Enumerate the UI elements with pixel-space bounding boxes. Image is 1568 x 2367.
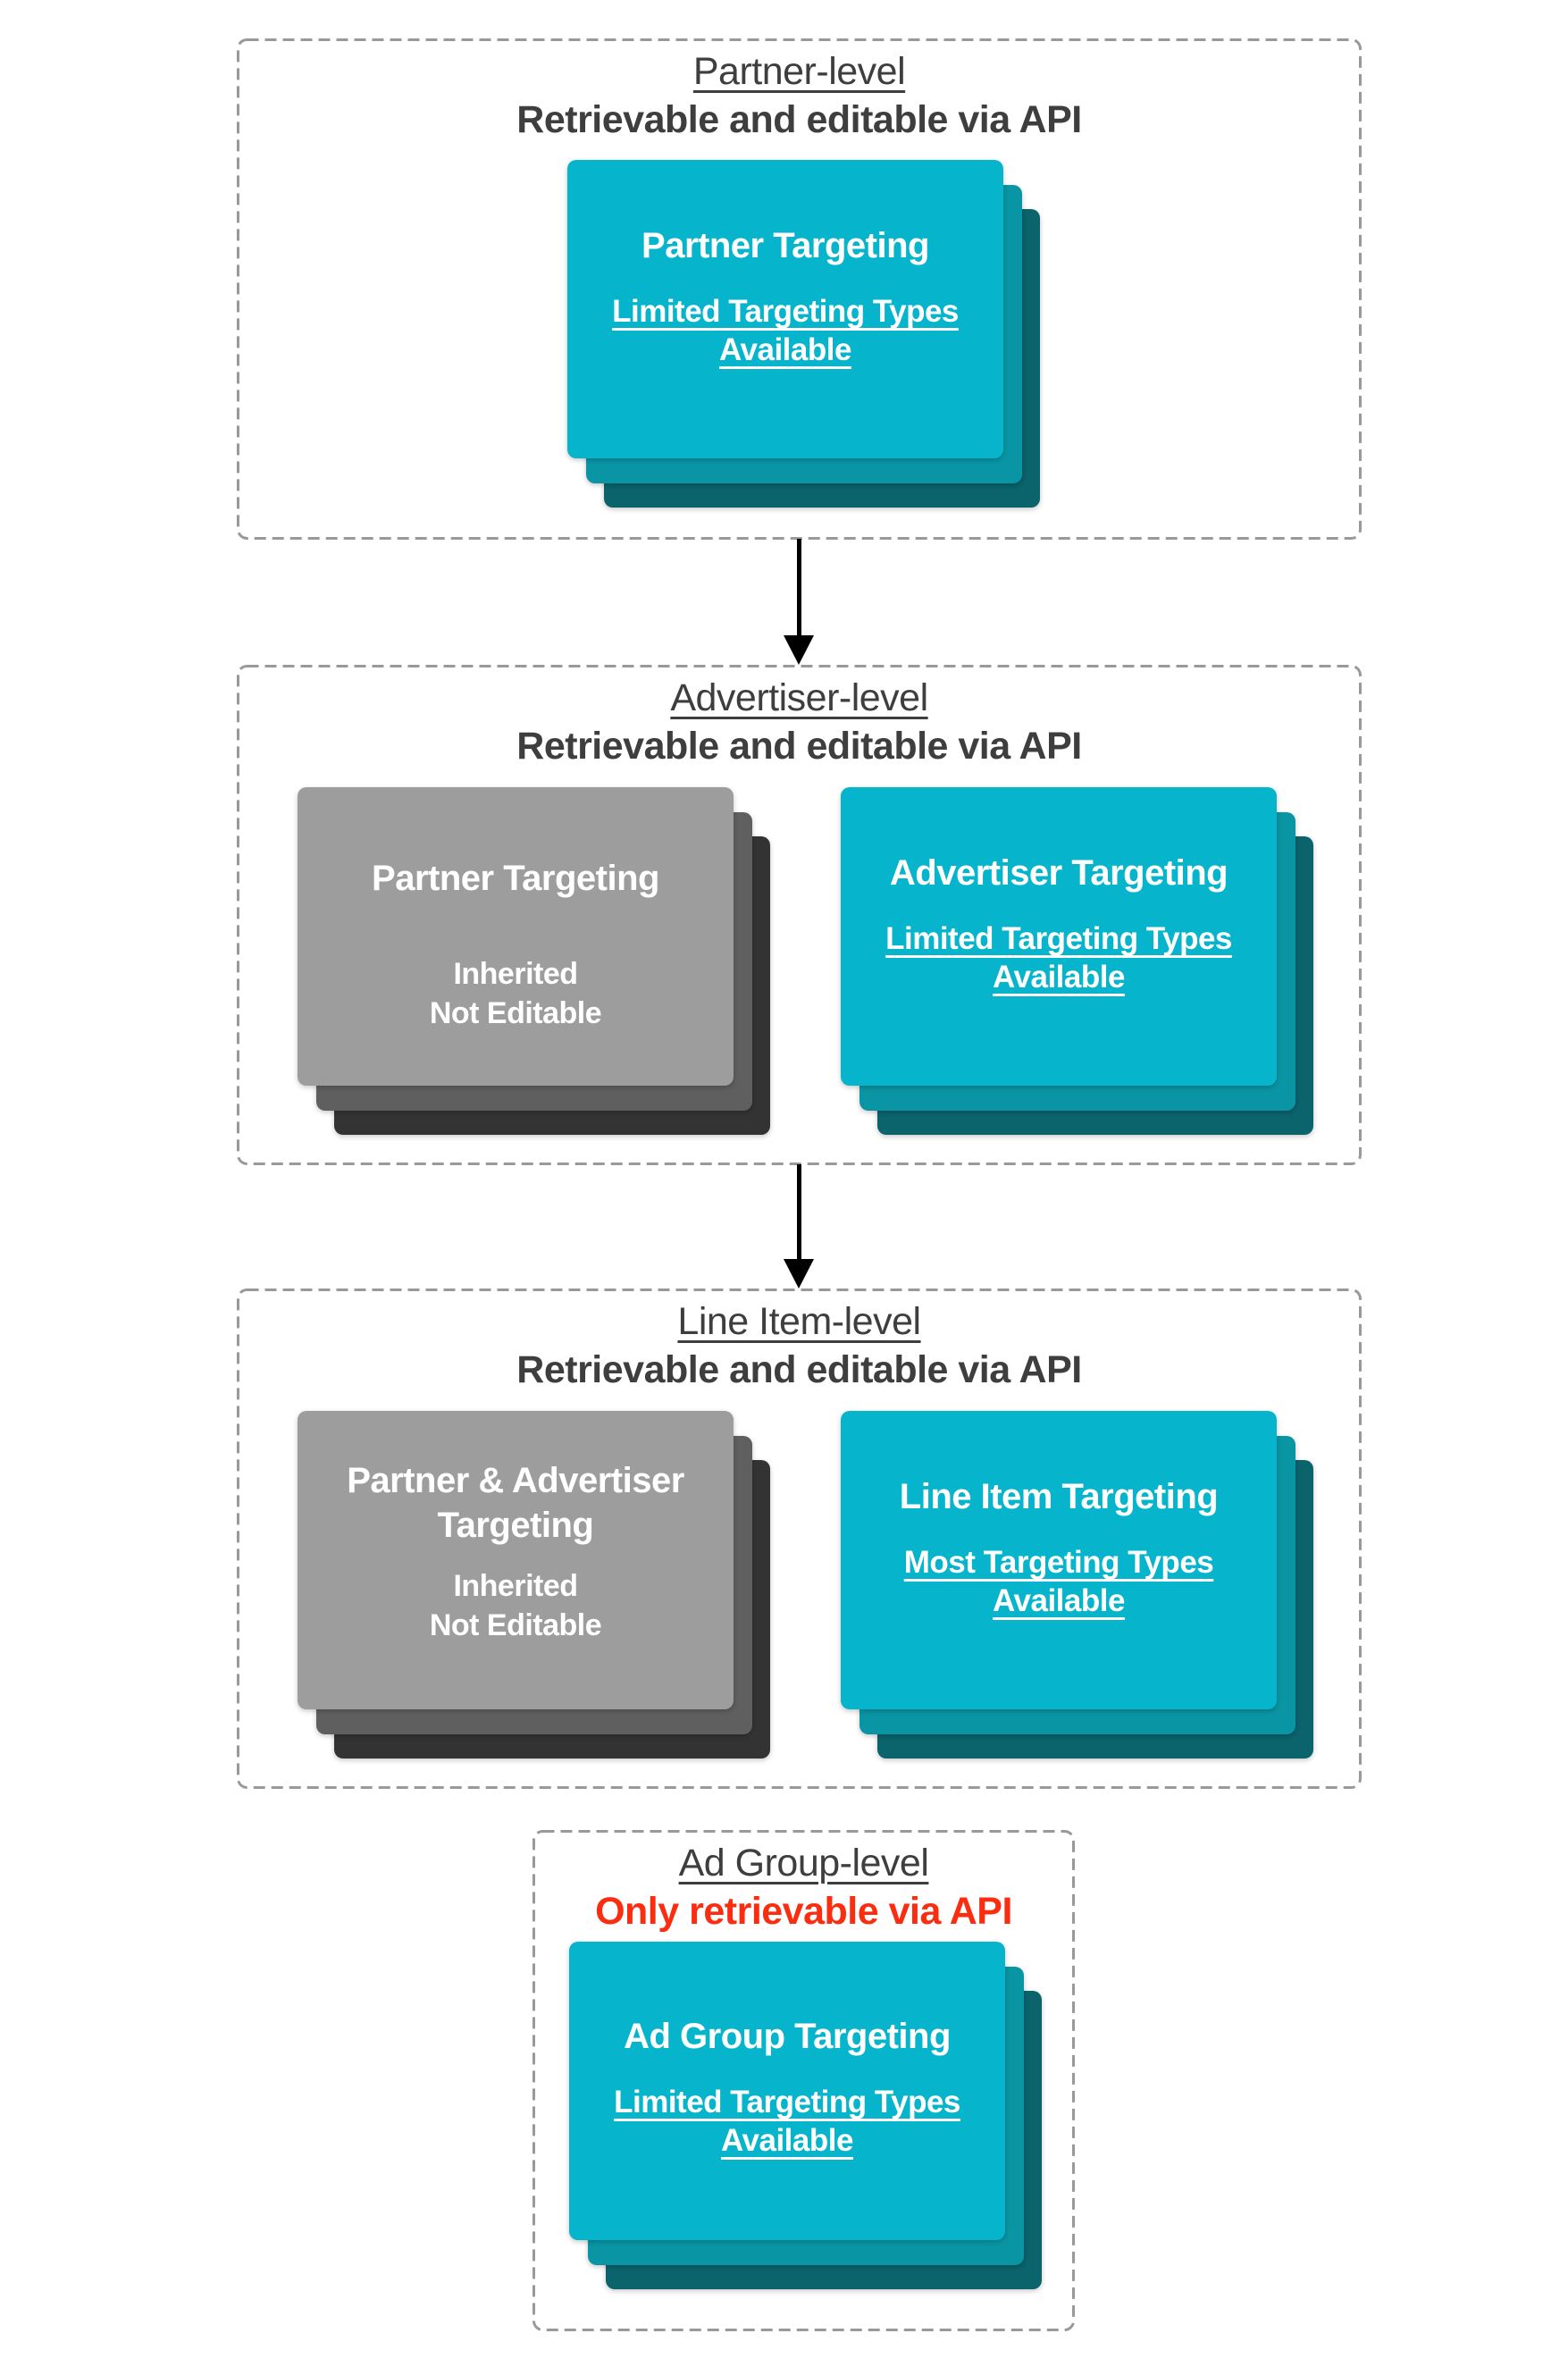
card-stack-line-item-targeting: Line Item Targeting Most Targeting Types… <box>841 1411 1313 1758</box>
api-availability-note: Retrievable and editable via API <box>516 98 1082 141</box>
card-body: Inherited Not Editable <box>429 1569 602 1642</box>
card-body: Inherited Not Editable <box>429 957 602 1030</box>
card-title: Advertiser Targeting <box>889 853 1228 893</box>
arrow-head <box>784 1259 814 1288</box>
card-title: Line Item Targeting <box>899 1477 1219 1516</box>
section-line-item-level: Line Item-level Retrievable and editable… <box>237 1288 1362 1789</box>
api-availability-note: Retrievable and editable via API <box>516 1348 1082 1391</box>
arrow-head <box>784 635 814 665</box>
section-partner-level: Partner-level Retrievable and editable v… <box>237 38 1362 540</box>
card-stack-partner-targeting: Partner Targeting Limited Targeting Type… <box>567 160 1040 508</box>
card-stack-advertiser-targeting: Advertiser Targeting Limited Targeting T… <box>841 787 1313 1135</box>
section-header: Ad Group-level Only retrievable via API <box>532 1830 1075 1935</box>
card-title: Partner Targeting <box>641 226 929 265</box>
down-arrow-icon <box>783 539 815 665</box>
section-ad-group-level: Ad Group-level Only retrievable via API … <box>532 1830 1075 2331</box>
level-title: Advertiser-level <box>670 676 928 719</box>
api-availability-note: Only retrievable via API <box>595 1890 1012 1933</box>
card-advertiser-targeting: Advertiser Targeting Limited Targeting T… <box>841 787 1277 1086</box>
card-partner-advertiser-targeting: Partner & Advertiser Targeting Inherited… <box>298 1411 734 1709</box>
card-title: Partner Targeting <box>372 859 659 898</box>
card-title: Partner & Advertiser Targeting <box>347 1461 684 1545</box>
card-stack-partner-advertiser-targeting: Partner & Advertiser Targeting Inherited… <box>298 1411 770 1758</box>
dashed-border <box>532 1830 1075 2331</box>
level-title: Line Item-level <box>677 1300 921 1343</box>
arrow-shaft <box>796 539 801 635</box>
down-arrow-icon <box>783 1164 815 1288</box>
card-subtitle: Most Targeting Types Available <box>903 1545 1214 1618</box>
card-stack-partner-targeting-inherited: Partner Targeting Inherited Not Editable <box>298 787 770 1135</box>
dashed-border <box>237 38 1362 540</box>
dashed-border <box>237 1288 1362 1789</box>
section-header: Line Item-level Retrievable and editable… <box>237 1288 1362 1394</box>
section-advertiser-level: Advertiser-level Retrievable and editabl… <box>237 665 1362 1165</box>
section-header: Partner-level Retrievable and editable v… <box>237 38 1362 144</box>
card-line-item-targeting: Line Item Targeting Most Targeting Types… <box>841 1411 1277 1709</box>
card-partner-targeting-inherited: Partner Targeting Inherited Not Editable <box>298 787 734 1086</box>
dashed-border <box>237 665 1362 1165</box>
api-availability-note: Retrievable and editable via API <box>516 725 1082 768</box>
level-title: Partner-level <box>692 50 906 93</box>
card-ad-group-targeting: Ad Group Targeting Limited Targeting Typ… <box>569 1942 1005 2240</box>
card-title: Ad Group Targeting <box>624 2017 951 2056</box>
card-partner-targeting: Partner Targeting Limited Targeting Type… <box>567 160 1003 458</box>
level-title: Ad Group-level <box>678 1842 929 1884</box>
card-subtitle: Limited Targeting Types Available <box>612 294 959 367</box>
section-header: Advertiser-level Retrievable and editabl… <box>237 665 1362 770</box>
arrow-shaft <box>796 1164 801 1259</box>
card-subtitle: Limited Targeting Types Available <box>885 921 1232 995</box>
card-stack-ad-group-targeting: Ad Group Targeting Limited Targeting Typ… <box>569 1942 1042 2289</box>
card-subtitle: Limited Targeting Types Available <box>614 2085 960 2158</box>
